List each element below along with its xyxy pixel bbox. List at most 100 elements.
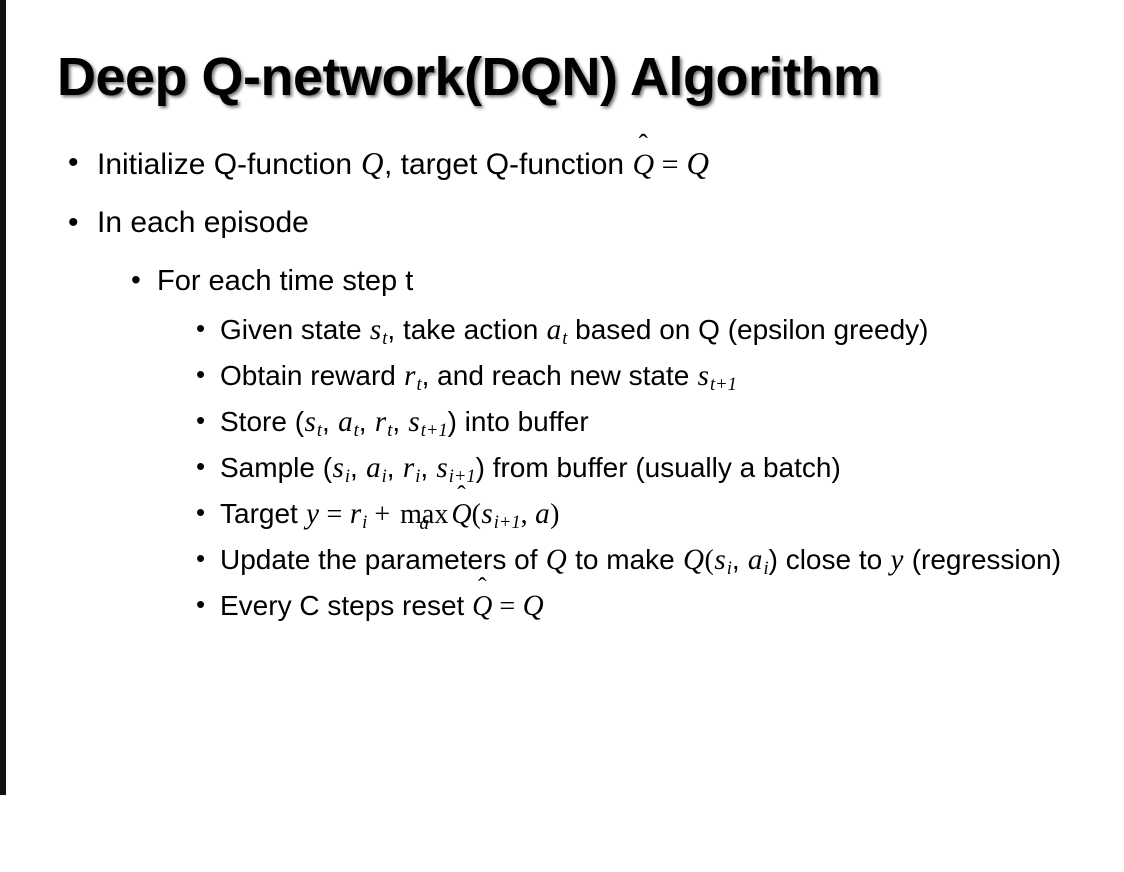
math-var-r: r [349, 497, 362, 530]
math-var-q: Q [686, 146, 710, 181]
math-var-q-hat: Q̂ [472, 587, 492, 626]
text-segment: Store ( [220, 405, 305, 437]
math-var-s: s [481, 497, 493, 530]
math-subscript: i [415, 466, 421, 487]
text-segment: = [319, 498, 350, 530]
math-subscript: t+1 [420, 420, 448, 441]
text-segment: ( [704, 544, 714, 576]
list-item-initialize-q-function: • Initialize Q-function Q, target Q-func… [0, 142, 1124, 185]
math-var-q: Q [360, 146, 384, 181]
list-item-for-each-time-step: • For each time step t [0, 261, 1124, 301]
list-item-text: Every C steps reset Q̂ = Q [220, 587, 1094, 626]
text-segment: = [654, 148, 687, 181]
text-segment: , target Q-function [383, 148, 633, 181]
math-var-q-hat-base: Q [472, 590, 493, 622]
math-subscript: t [562, 327, 568, 348]
math-var-s: s [697, 359, 709, 392]
text-segment: Every C steps reset [220, 589, 473, 621]
list-item-every-c-steps-reset: • Every C steps reset Q̂ = Q [0, 587, 1124, 626]
bullet-glyph: • [196, 450, 206, 481]
list-item-text: Update the parameters of Q to make Q(si,… [220, 541, 1094, 581]
math-var-a: a [747, 543, 763, 576]
list-item-text: For each time step t [157, 264, 414, 297]
math-var-a: a [366, 451, 381, 484]
text-segment: = [492, 590, 523, 622]
math-subscript: i [362, 512, 368, 533]
text-segment: Given state [220, 313, 370, 345]
bullet-glyph: • [131, 263, 141, 295]
text-segment: + [367, 498, 398, 530]
list-item-in-each-episode: • In each episode [0, 202, 1124, 243]
bullet-glyph: • [196, 542, 206, 573]
text-segment: , [350, 451, 366, 483]
math-var-a: a [546, 313, 562, 346]
math-var-s: s [436, 451, 448, 484]
math-var-q-hat-base: Q [451, 498, 472, 530]
list-item-obtain-reward-reach-new-state: • Obtain reward rt, and reach new state … [0, 357, 1124, 397]
bullet-glyph: • [68, 206, 79, 240]
math-var-s: s [369, 313, 382, 346]
math-var-a: a [535, 497, 550, 530]
bullet-glyph: • [196, 404, 206, 435]
math-var-s: s [408, 405, 420, 438]
math-var-q-hat: Q̂ [451, 495, 471, 534]
math-var-r: r [374, 405, 387, 438]
math-subscript: i [726, 558, 732, 579]
math-max-limit: a [419, 512, 429, 534]
bullet-glyph: • [196, 358, 206, 389]
text-segment: ) into buffer [447, 405, 589, 437]
text-segment: Sample ( [220, 451, 333, 483]
bullet-glyph: • [196, 312, 206, 343]
math-var-s: s [304, 405, 316, 438]
list-item-given-state-take-action: • Given state st, take action at based o… [0, 311, 1124, 351]
text-segment: , take action [387, 313, 547, 345]
math-subscript: i [381, 466, 387, 487]
bullet-glyph: • [196, 496, 206, 527]
math-var-q-hat: Q̂ [632, 144, 654, 185]
text-segment: , [386, 451, 403, 483]
text-segment: Target [220, 497, 306, 529]
math-subscript: t [382, 327, 388, 348]
left-edge-bar [0, 0, 6, 795]
text-segment: ( [471, 498, 481, 530]
text-segment: , [392, 405, 408, 437]
math-var-r: r [404, 359, 416, 392]
list-item-text: Store (st, at, rt, st+1) into buffer [220, 403, 1094, 443]
math-subscript: i [763, 558, 769, 579]
math-var-y: y [306, 497, 320, 530]
text-segment: based on Q (epsilon greedy) [567, 313, 929, 345]
text-segment: ) close to [768, 543, 890, 575]
text-segment: , [731, 543, 748, 575]
bullet-list: • Initialize Q-function Q, target Q-func… [0, 142, 1124, 632]
list-item-sample-from-buffer: • Sample (si, ai, ri, si+1) from buffer … [0, 449, 1124, 489]
math-subscript: t [353, 420, 359, 441]
text-segment: Update the parameters of [220, 543, 546, 575]
text-segment: , [420, 451, 436, 483]
math-var-s: s [714, 543, 726, 576]
math-var-q: Q [522, 589, 544, 622]
math-var-a: a [338, 405, 353, 438]
text-segment: Obtain reward [220, 359, 404, 391]
math-var-y: y [890, 543, 904, 576]
list-item-text: Initialize Q-function Q, target Q-functi… [97, 142, 1084, 185]
list-item-text: Sample (si, ai, ri, si+1) from buffer (u… [220, 449, 1094, 489]
bullet-glyph: • [68, 146, 79, 179]
page-title: Deep Q-network(DQN) Algorithm [57, 47, 881, 107]
math-subscript: t [387, 420, 393, 441]
list-item-update-parameters-regression: • Update the parameters of Q to make Q(s… [0, 541, 1124, 581]
math-max-label: max [400, 498, 449, 530]
math-subscript: t [316, 420, 323, 441]
list-item-text: Given state st, take action at based on … [220, 311, 1094, 351]
list-item-store-into-buffer: • Store (st, at, rt, st+1) into buffer [0, 403, 1124, 443]
math-var-q-hat-base: Q [632, 148, 655, 181]
text-segment: ) [550, 498, 560, 530]
bullet-glyph: • [196, 588, 206, 619]
math-var-r: r [402, 451, 415, 484]
math-subscript: i+1 [493, 512, 521, 533]
text-segment: , [520, 498, 535, 530]
math-var-s: s [332, 451, 344, 484]
